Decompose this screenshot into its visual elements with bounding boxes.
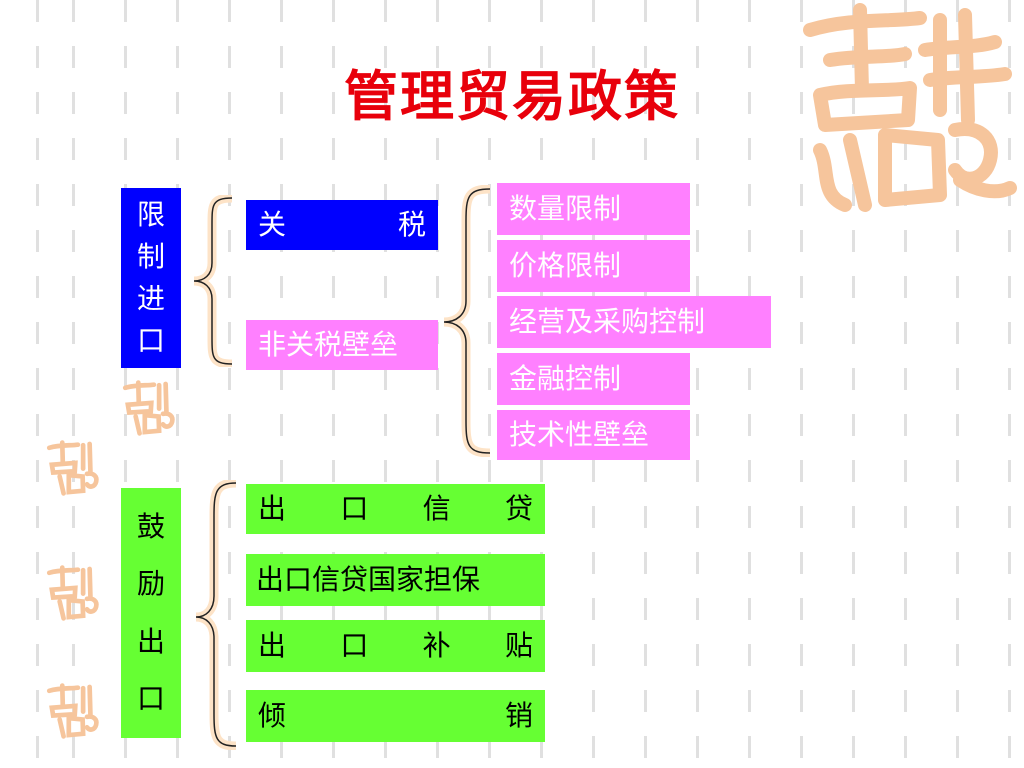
tariff-char: 税 <box>397 208 426 241</box>
measure-box: 技术性壁垒 <box>497 410 690 460</box>
decorative-seal-small-4 <box>46 683 99 739</box>
measure-box: 价格限制 <box>497 240 690 292</box>
encourage-label-char: 口 <box>136 682 165 716</box>
restrict-label-char: 制 <box>136 240 165 273</box>
restrict-label-char: 进 <box>136 282 165 315</box>
non-tariff-brace <box>443 185 491 457</box>
encourage-brace <box>195 480 237 750</box>
measure-box: 金融控制 <box>497 353 690 405</box>
decorative-seal-large <box>803 3 1017 212</box>
encourage-exports-label: 鼓 励 出 口 <box>121 488 181 738</box>
decorative-seal-small-1 <box>122 380 175 436</box>
measure-label: 数量限制 <box>509 192 622 225</box>
export-subsidy-char: 口 <box>340 629 369 662</box>
encourage-label-char: 励 <box>136 567 165 601</box>
export-credit-char: 贷 <box>504 492 533 525</box>
export-credit-char: 口 <box>340 492 369 525</box>
decorative-seal-small-3 <box>46 565 99 621</box>
credit-guarantee-box: 出口信贷国家担保 <box>246 554 545 606</box>
tariff-box: 关 税 <box>246 200 438 250</box>
restrict-imports-label: 限 制 进 口 <box>121 188 181 368</box>
non-tariff-label: 非关税壁垒 <box>258 328 399 361</box>
export-subsidy-char: 补 <box>422 629 451 662</box>
export-credit-char: 出 <box>258 492 287 525</box>
dumping-box: 倾 销 <box>246 690 545 742</box>
measure-label: 价格限制 <box>509 249 622 282</box>
measure-label: 技术性壁垒 <box>509 418 650 451</box>
measure-label: 金融控制 <box>509 362 622 395</box>
restrict-label-char: 限 <box>136 198 165 231</box>
credit-guarantee-label: 出口信贷国家担保 <box>256 563 481 596</box>
encourage-label-char: 鼓 <box>136 509 165 543</box>
export-subsidy-box: 出 口 补 贴 <box>246 620 545 672</box>
restrict-brace <box>193 195 233 367</box>
measure-box: 数量限制 <box>497 183 690 235</box>
measure-box: 经营及采购控制 <box>497 296 771 348</box>
page-title: 管理贸易政策 <box>344 64 680 128</box>
encourage-label-char: 出 <box>136 624 165 658</box>
decorative-seal-small-2 <box>46 440 99 496</box>
non-tariff-barrier-box: 非关税壁垒 <box>246 320 438 370</box>
dumping-char: 倾 <box>258 699 287 732</box>
export-subsidy-char: 贴 <box>504 629 533 662</box>
export-credit-box: 出 口 信 贷 <box>246 484 545 534</box>
export-credit-char: 信 <box>422 492 451 525</box>
dumping-char: 销 <box>504 699 533 732</box>
restrict-label-char: 口 <box>136 324 165 357</box>
export-subsidy-char: 出 <box>258 629 287 662</box>
tariff-char: 关 <box>258 208 287 241</box>
measure-label: 经营及采购控制 <box>509 305 706 338</box>
